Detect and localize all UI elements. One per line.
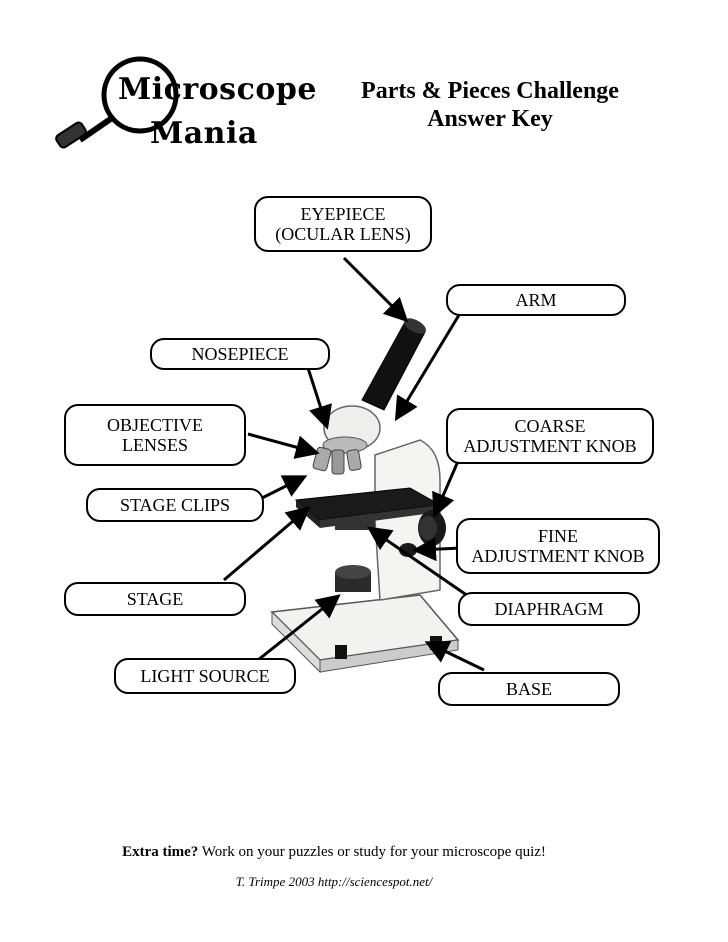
label-stage: STAGE (64, 582, 246, 616)
arrow-eyepiece (342, 256, 409, 323)
label-nosepiece: NOSEPIECE (150, 338, 330, 370)
page-title: Parts & Pieces Challenge (361, 78, 619, 104)
arrow-base (424, 640, 485, 672)
footer-extra-text: Work on your puzzles or study for your m… (198, 844, 546, 860)
arrow-arm (394, 309, 464, 422)
arrow-diaphragm (367, 526, 469, 598)
page-subtitle: Answer Key (427, 106, 553, 132)
arrow-objective (247, 432, 320, 459)
footer-extra-bold: Extra time? (122, 844, 199, 860)
label-light-source: LIGHT SOURCE (114, 658, 296, 694)
arrow-fine (412, 537, 463, 562)
label-base: BASE (438, 672, 620, 706)
logo-line1: Microscope (118, 72, 317, 107)
arrow-light-source (257, 594, 341, 662)
footer-credit: T. Trimpe 2003 http://sciencespot.net/ (235, 874, 433, 889)
arrow-stage (223, 506, 311, 582)
footer-extra-time: Extra time? Work on your puzzles or stud… (0, 844, 698, 861)
arrow-nosepiece (306, 367, 332, 430)
logo-line2: Mania (150, 116, 258, 151)
arrow-stage-clips (261, 475, 308, 500)
label-diaphragm: DIAPHRAGM (458, 592, 640, 626)
label-arm: ARM (446, 284, 626, 316)
label-eyepiece: EYEPIECE(OCULAR LENS) (254, 196, 432, 252)
label-stage-clips: STAGE CLIPS (86, 488, 264, 522)
